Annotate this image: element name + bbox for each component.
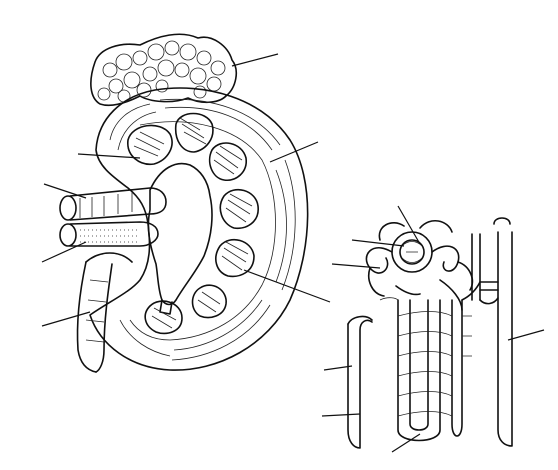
ureter xyxy=(76,252,133,373)
afferent-arteriole xyxy=(471,233,481,301)
peritubular-capillaries xyxy=(379,297,472,417)
renal-pyramids xyxy=(127,112,259,335)
renal-vessels xyxy=(59,187,167,247)
label-line-bowman xyxy=(351,239,405,247)
label-line-adrenal xyxy=(231,53,279,67)
vasa-recta-tube xyxy=(347,319,373,449)
glomerulus xyxy=(391,231,433,273)
label-line-loop xyxy=(391,433,421,453)
label-lines xyxy=(41,53,545,453)
label-line-vasa-upper xyxy=(323,365,353,371)
nephron xyxy=(347,217,513,449)
label-line-glomerulus xyxy=(397,205,421,245)
label-line-vasa-lower xyxy=(321,413,361,417)
label-line-artery xyxy=(41,241,87,263)
label-line-ureter xyxy=(41,311,91,327)
efferent-arteriole xyxy=(479,297,499,305)
renal-artery xyxy=(69,221,159,247)
label-line-pct xyxy=(331,263,381,269)
collecting-duct xyxy=(497,231,513,447)
adrenal-gland xyxy=(90,33,238,107)
kidney-section xyxy=(59,87,309,373)
label-line-vein xyxy=(43,183,87,199)
label-line-cortex xyxy=(269,141,319,163)
renal-vein xyxy=(69,187,167,221)
adrenal-lobules xyxy=(97,40,226,103)
renal-capsule xyxy=(89,87,309,371)
label-line-collecting xyxy=(507,329,545,341)
convoluted-tubules xyxy=(365,220,474,311)
label-line-medulla xyxy=(243,269,331,303)
loop-of-henle xyxy=(397,299,463,442)
renal-pelvis xyxy=(147,162,213,306)
label-line-pyramid xyxy=(77,153,141,159)
renal-cortex xyxy=(109,98,296,361)
